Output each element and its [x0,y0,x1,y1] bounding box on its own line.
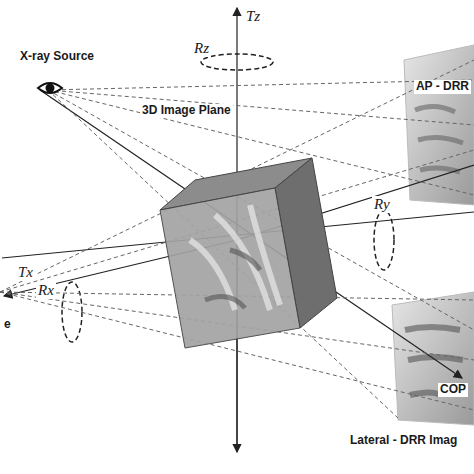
axis-label: Tz [244,8,262,25]
image-annotation: COP [438,383,468,397]
axis-label: Ry [372,196,392,213]
axis-label: Tx [16,264,35,281]
ct-volume-cube [160,158,337,348]
axes [2,8,474,452]
ap-drr-image [404,45,474,205]
source-label: X-ray Source [18,50,96,64]
plane-label: 3D Image Plane [140,104,233,118]
image-label: AP - DRR [414,80,471,94]
eye-icon [38,83,62,93]
cut-label: e [2,318,13,332]
axis-label: Rz [192,40,211,57]
axis-label: Rx [36,282,56,299]
image-label: Lateral - DRR Imag [348,434,459,448]
projection-rays [0,60,474,418]
